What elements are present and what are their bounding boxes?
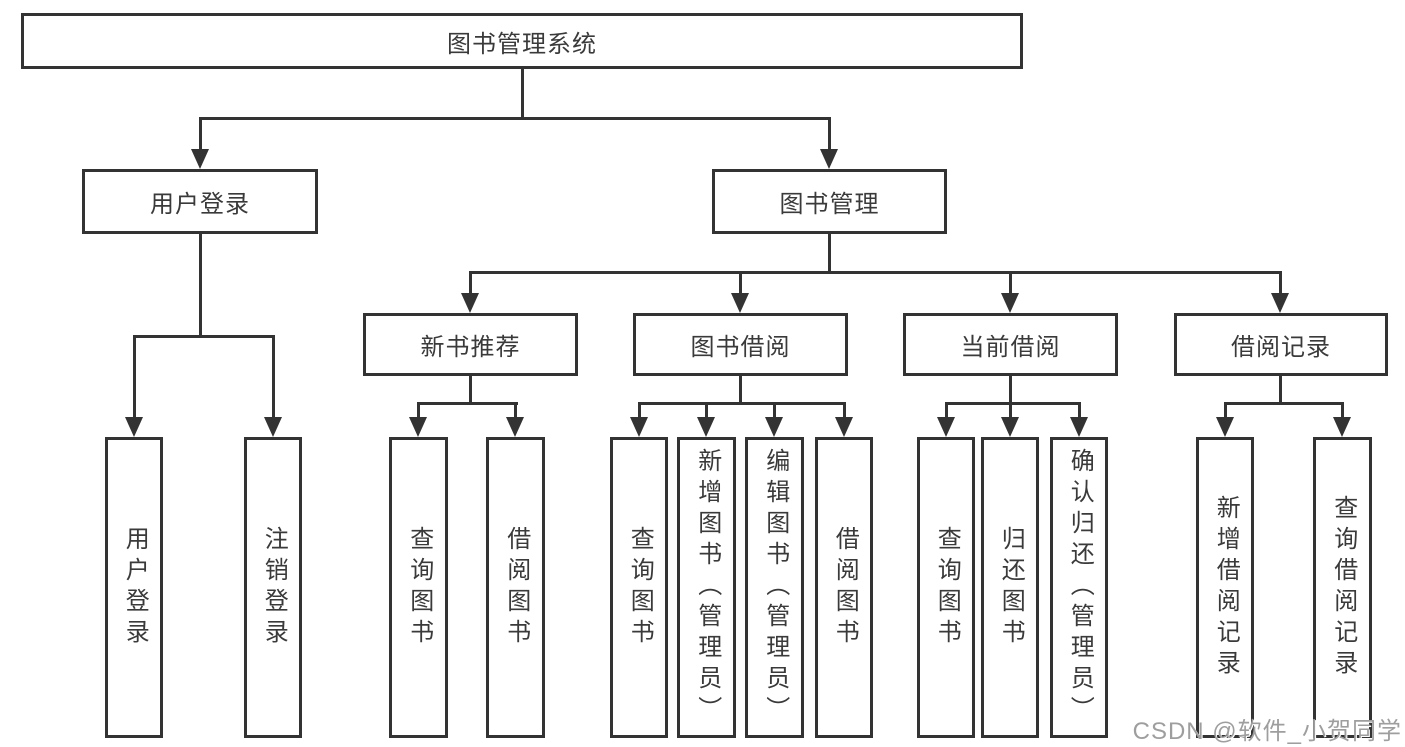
connector-line [133, 335, 136, 419]
node-book-borrowing: 图书借阅 [633, 313, 848, 376]
connector-line [945, 402, 1079, 405]
connector-line [1009, 376, 1012, 405]
arrow-down-icon [461, 293, 479, 313]
connector-line [945, 402, 948, 419]
connector-line [1279, 376, 1282, 405]
arrow-down-icon [1216, 417, 1234, 437]
arrow-down-icon [125, 417, 143, 437]
node-book-management-branch: 图书管理 [712, 169, 947, 234]
arrow-down-icon [409, 417, 427, 437]
connector-line [638, 402, 845, 405]
connector-line [638, 402, 641, 419]
arrow-down-icon [1001, 417, 1019, 437]
leaf-borrowing-edit-book-admin: 编辑图书（管理员） [745, 437, 804, 738]
connector-line [469, 376, 472, 405]
connector-line [828, 234, 831, 273]
connector-line [705, 402, 708, 419]
leaf-records-add-borrow-record: 新增借阅记录 [1196, 437, 1254, 738]
leaf-recommend-borrow-book: 借阅图书 [486, 437, 545, 738]
connector-line [1279, 271, 1282, 295]
arrow-down-icon [1271, 293, 1289, 313]
node-new-book-recommendation: 新书推荐 [363, 313, 578, 376]
connector-line [521, 69, 524, 119]
arrow-down-icon [765, 417, 783, 437]
arrow-down-icon [1001, 293, 1019, 313]
arrow-down-icon [191, 149, 209, 169]
leaf-borrowing-borrow-book: 借阅图书 [815, 437, 873, 738]
arrow-down-icon [630, 417, 648, 437]
connector-line [1009, 402, 1012, 419]
leaf-borrowing-query-book: 查询图书 [610, 437, 668, 738]
connector-line [133, 335, 275, 338]
leaf-current-query-book: 查询图书 [917, 437, 975, 738]
connector-line [199, 234, 202, 337]
leaf-recommend-query-book: 查询图书 [389, 437, 448, 738]
connector-line [1009, 271, 1012, 295]
connector-line [469, 271, 1282, 274]
leaf-user-login: 用户登录 [105, 437, 163, 738]
leaf-records-query-borrow-record: 查询借阅记录 [1313, 437, 1372, 738]
connector-line [1224, 402, 1227, 419]
connector-line [199, 117, 831, 120]
connector-line [199, 117, 202, 151]
connector-line [739, 271, 742, 295]
leaf-current-confirm-return-admin: 确认归还（管理员） [1050, 437, 1108, 738]
arrow-down-icon [506, 417, 524, 437]
connector-line [514, 402, 517, 419]
connector-line [828, 117, 831, 151]
node-current-borrowing: 当前借阅 [903, 313, 1118, 376]
connector-line [843, 402, 846, 419]
arrow-down-icon [1070, 417, 1088, 437]
leaf-current-return-book: 归还图书 [981, 437, 1039, 738]
connector-line [773, 402, 776, 419]
connector-line [417, 402, 420, 419]
node-library-management-system: 图书管理系统 [21, 13, 1023, 69]
connector-line [1224, 402, 1343, 405]
arrow-down-icon [264, 417, 282, 437]
arrow-down-icon [820, 149, 838, 169]
node-user-login-branch: 用户登录 [82, 169, 318, 234]
node-borrowing-records: 借阅记录 [1174, 313, 1388, 376]
leaf-logout: 注销登录 [244, 437, 302, 738]
arrow-down-icon [835, 417, 853, 437]
arrow-down-icon [1333, 417, 1351, 437]
connector-line [469, 271, 472, 295]
leaf-borrowing-add-book-admin: 新增图书（管理员） [677, 437, 736, 738]
arrow-down-icon [937, 417, 955, 437]
connector-line [1078, 402, 1081, 419]
connector-line [417, 402, 518, 405]
connector-line [272, 335, 275, 419]
arrow-down-icon [731, 293, 749, 313]
connector-line [739, 376, 742, 405]
csdn-watermark: CSDN @软件_小贺同学 [1132, 718, 1402, 745]
connector-line [1341, 402, 1344, 419]
arrow-down-icon [697, 417, 715, 437]
